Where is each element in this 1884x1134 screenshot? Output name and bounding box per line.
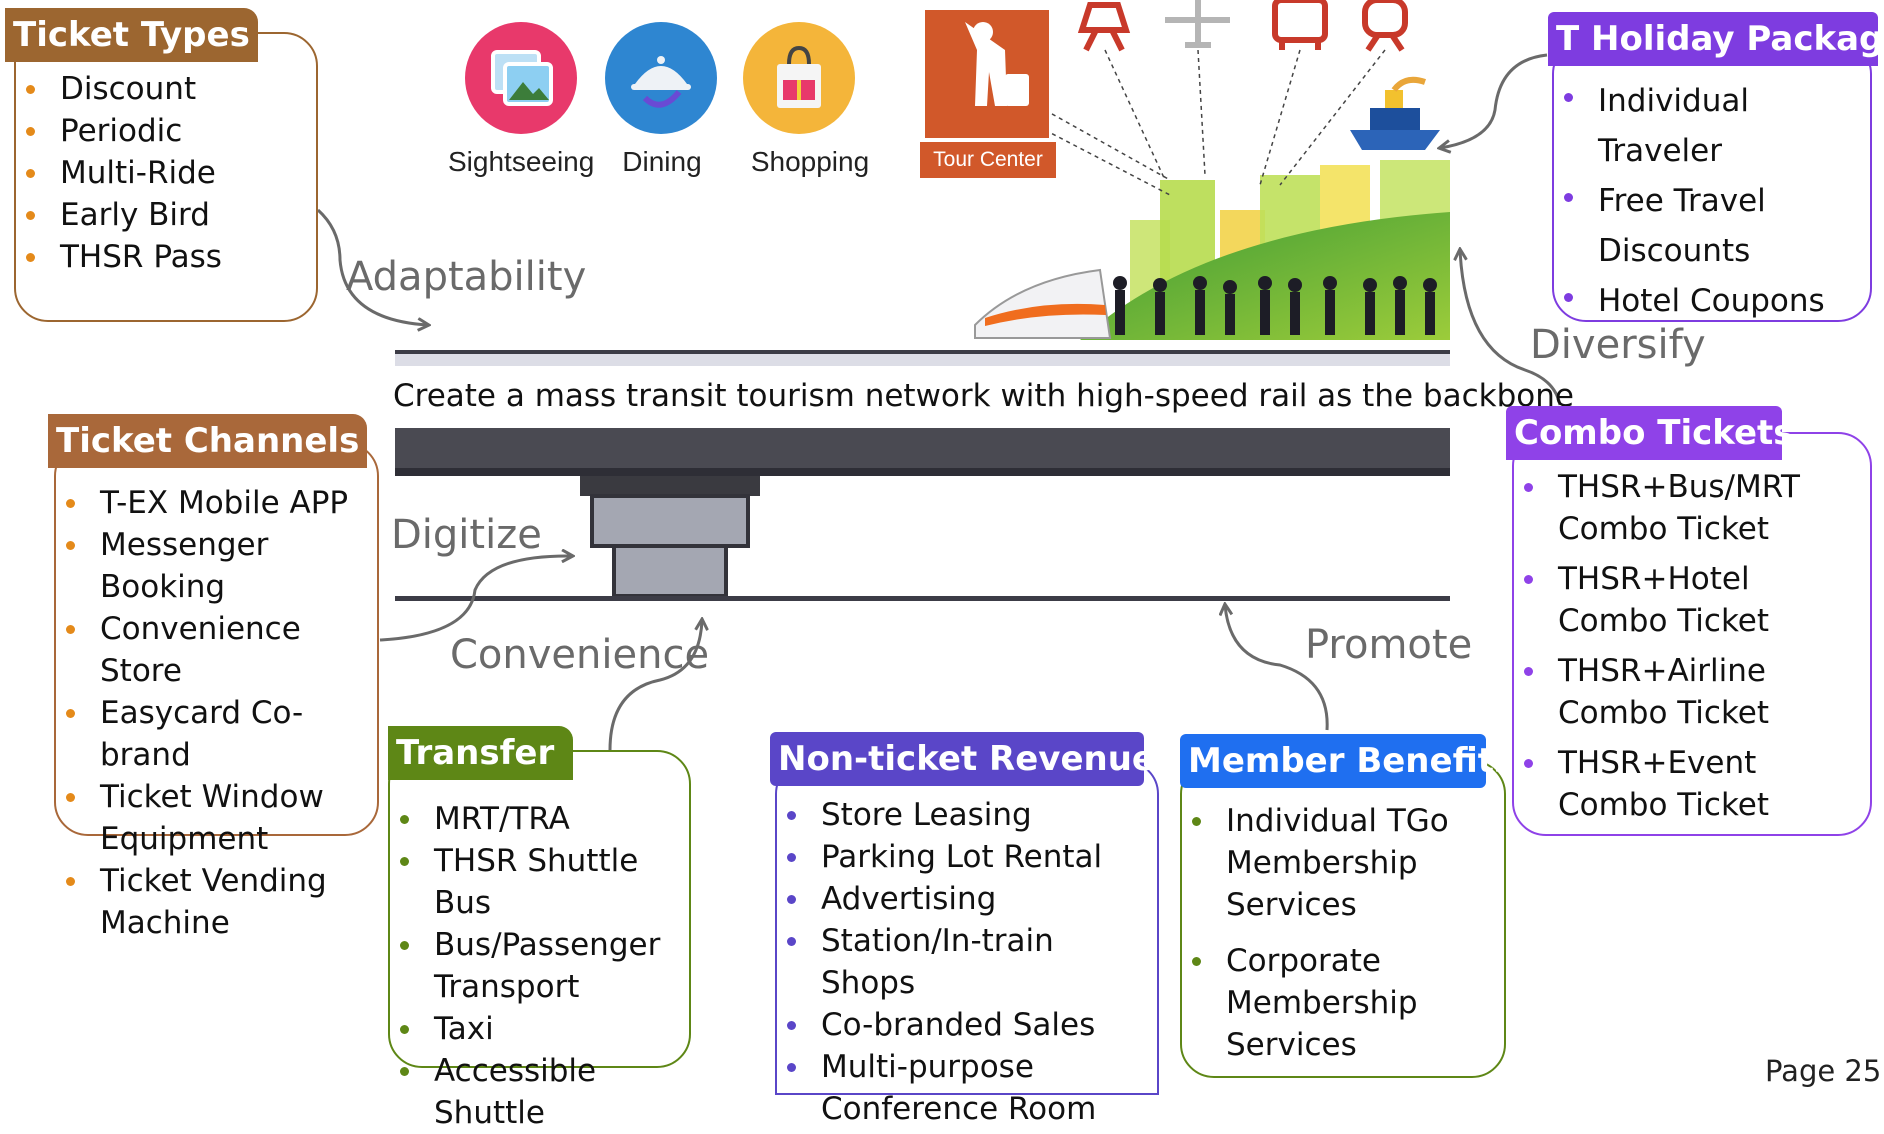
non-ticket-title: Non-ticket Revenues <box>770 732 1175 786</box>
dining-label: Dining <box>622 146 702 177</box>
ticket-channels-item: Messenger Booking <box>56 524 371 608</box>
ticket-channels-item: Ticket Vending Machine <box>56 860 371 944</box>
tour-center-label-box: Tour Center <box>920 142 1056 178</box>
digitize-arrow <box>379 556 572 642</box>
non-ticket-item: Station/In-train Shops <box>777 920 1149 1004</box>
ship-icon <box>1350 76 1440 150</box>
ticket-types-title: Ticket Types <box>5 8 258 62</box>
member-box: Individual TGo Membership Services Corpo… <box>1180 760 1506 1078</box>
non-ticket-item: Parking Lot Rental <box>777 836 1149 878</box>
member-title: Member Benefits <box>1180 734 1514 788</box>
tour-center-icon <box>925 10 1049 138</box>
ticket-types-item: THSR Pass <box>16 236 316 278</box>
tour-center-label: Tour Center <box>933 148 1043 171</box>
diversify-arrow <box>1460 250 1562 406</box>
combo-item: THSR+Airline Combo Ticket <box>1514 650 1860 734</box>
promote-arrow <box>1225 605 1329 731</box>
combo-item: THSR+Event Combo Ticket <box>1514 742 1860 826</box>
transfer-title: Transfer <box>388 726 573 780</box>
ticket-types-item: Early Bird <box>16 194 316 236</box>
holiday-box: Individual Traveler Free Travel Discount… <box>1552 40 1872 322</box>
train-icon <box>1362 0 1408 52</box>
combo-box: THSR+Bus/MRT Combo Ticket THSR+Hotel Com… <box>1512 432 1872 836</box>
holiday-item: Free Travel Discounts <box>1554 176 1862 276</box>
ticket-channels-item: Convenience Store <box>56 608 371 692</box>
convenience-arrow <box>608 620 702 751</box>
holiday-title: T Holiday Packages <box>1548 12 1884 66</box>
non-ticket-box: Store Leasing Parking Lot Rental Adverti… <box>775 760 1159 1127</box>
flow-adaptability: Adaptability <box>346 254 587 300</box>
ticket-types-item: Multi-Ride <box>16 152 316 194</box>
sightseeing-icon <box>465 22 577 134</box>
holiday-item: Hotel Coupons <box>1554 276 1862 326</box>
railway-icon <box>1077 1 1131 52</box>
page-number: Page 25 <box>1765 1054 1882 1088</box>
flow-promote: Promote <box>1305 622 1473 668</box>
ticket-channels-title: Ticket Channels <box>48 414 368 468</box>
ticket-types-box: Discount Periodic Multi-Ride Early Bird … <box>14 32 318 322</box>
ticket-types-item: Periodic <box>16 110 316 152</box>
non-ticket-item: Multi-purpose Conference Room <box>777 1046 1149 1130</box>
shopping-label: Shopping <box>750 146 870 177</box>
combo-title: Combo Tickets <box>1506 406 1794 460</box>
transfer-item: Taxi <box>390 1008 685 1050</box>
headline: Create a mass transit tourism network wi… <box>393 378 1574 414</box>
sightseeing-label: Sightseeing <box>448 146 595 177</box>
diagram-graphics <box>316 0 1562 751</box>
transfer-item: Accessible Shuttle <box>390 1050 685 1134</box>
ticket-channels-box: T-EX Mobile APP Messenger Booking Conven… <box>54 442 379 941</box>
transfer-item: MRT/TRA <box>390 798 685 840</box>
non-ticket-item: Advertising <box>777 878 1149 920</box>
station-illustration <box>974 160 1450 340</box>
flow-convenience: Convenience <box>450 632 710 678</box>
flow-digitize: Digitize <box>391 512 542 558</box>
ticket-channels-item: Easycard Co-brand <box>56 692 371 776</box>
member-item: Individual TGo Membership Services <box>1182 800 1494 926</box>
combo-item: THSR+Bus/MRT Combo Ticket <box>1514 466 1860 550</box>
holiday-arrow <box>1440 53 1548 148</box>
combo-item: THSR+Hotel Combo Ticket <box>1514 558 1860 642</box>
ticket-channels-item: Ticket Window Equipment <box>56 776 371 860</box>
transfer-item: Bus/Passenger Transport <box>390 924 685 1008</box>
transport-icons <box>1077 0 1408 52</box>
flow-diversify: Diversify <box>1530 322 1706 368</box>
dining-icon <box>605 22 717 134</box>
airplane-icon <box>1165 0 1230 48</box>
ticket-channels-item: T-EX Mobile APP <box>56 482 371 524</box>
viaduct-pier <box>580 476 760 496</box>
bus-icon <box>1272 0 1328 50</box>
shopping-icon <box>743 22 855 134</box>
holiday-item: Individual Traveler <box>1554 76 1862 176</box>
ticket-types-item: Discount <box>16 68 316 110</box>
transfer-box: MRT/TRA THSR Shuttle Bus Bus/Passenger T… <box>388 750 691 1131</box>
non-ticket-item: Store Leasing <box>777 794 1149 836</box>
transfer-item: THSR Shuttle Bus <box>390 840 685 924</box>
adaptability-arrow <box>316 208 428 325</box>
member-item: Corporate Membership Services <box>1182 940 1494 1066</box>
ground-line <box>395 596 1450 601</box>
non-ticket-item: Co-branded Sales <box>777 1004 1149 1046</box>
